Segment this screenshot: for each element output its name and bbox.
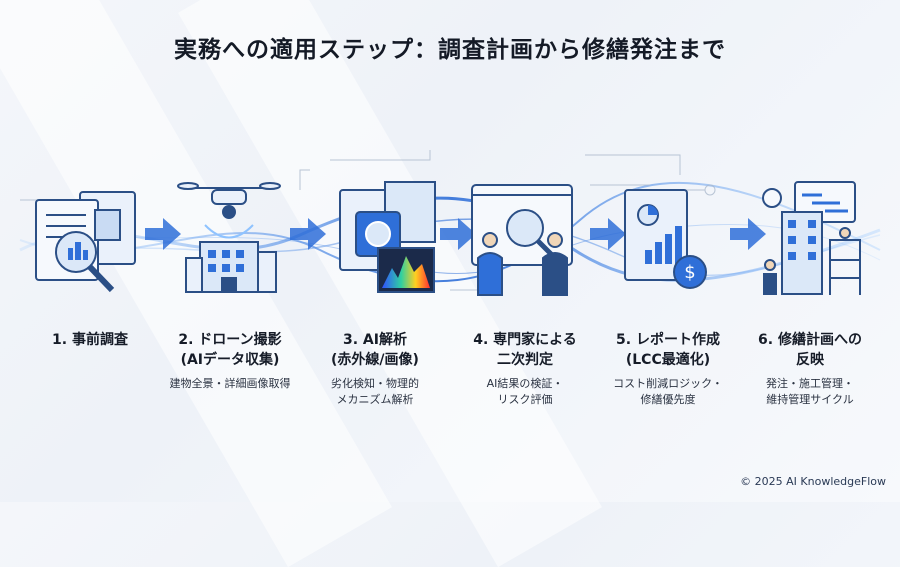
- step-title-line: (AIデータ収集): [180, 352, 280, 368]
- step-description: 劣化検知・物理的 メカニズム解析: [300, 376, 450, 408]
- experts-screen-icon: [471, 184, 573, 296]
- step-title-line: 1. 事前調査: [52, 332, 128, 348]
- step-description-line: 維持管理サイクル: [766, 393, 854, 406]
- step-title-line: 反映: [796, 352, 824, 368]
- step-description-line: AI結果の検証・: [486, 377, 564, 390]
- step-description-line: 劣化検知・物理的: [331, 377, 419, 390]
- step-description: AI結果の検証・ リスク評価: [450, 376, 600, 408]
- step-description-line: コスト削減ロジック・: [613, 377, 723, 390]
- step-title-line: (LCC最適化): [625, 352, 711, 368]
- step-title: 5. レポート作成 (LCC最適化): [598, 330, 738, 370]
- ai-chip-blueprint-icon: [339, 181, 436, 293]
- step-title: 4. 専門家による 二次判定: [455, 330, 595, 370]
- step-title-line: 4. 専門家による: [473, 332, 577, 348]
- step-title-line: 6. 修繕計画への: [758, 332, 862, 348]
- drone-building-icon: [177, 182, 281, 293]
- step-title-line: 二次判定: [497, 352, 553, 368]
- step-title: 3. AI解析 (赤外線/画像): [305, 330, 445, 370]
- step-title: 2. ドローン撮影 (AIデータ収集): [160, 330, 300, 370]
- step-description: 発注・施工管理・ 維持管理サイクル: [735, 376, 885, 408]
- step-description-line: リスク評価: [497, 393, 553, 406]
- step-description: コスト削減ロジック・ 修繕優先度: [593, 376, 743, 408]
- document-search-icon: [35, 191, 136, 293]
- step-title: 6. 修繕計画への 反映: [740, 330, 880, 370]
- svg-text:$: $: [684, 262, 695, 283]
- copyright-footer: © 2025 AI KnowledgeFlow: [740, 475, 886, 488]
- step-description-line: 修繕優先度: [640, 393, 696, 406]
- step-description-line: 発注・施工管理・: [766, 377, 854, 390]
- step-title-line: 5. レポート作成: [616, 332, 720, 348]
- step-description: 建物全景・詳細画像取得: [155, 376, 305, 392]
- arrow: [145, 218, 766, 250]
- page-title: 実務への適用ステップ：調査計画から修繕発注まで: [174, 37, 726, 63]
- step-title: 1. 事前調査: [20, 330, 160, 350]
- step-description-line: メカニズム解析: [336, 393, 414, 406]
- process-flow-diagram: $: [19, 150, 881, 296]
- building-schedule-icon: [762, 181, 861, 295]
- report-cost-icon: $: [624, 189, 707, 289]
- step-title-line: 3. AI解析: [343, 332, 407, 348]
- step-description-line: 建物全景・詳細画像取得: [169, 377, 291, 390]
- step-title-line: (赤外線/画像): [331, 352, 419, 368]
- step-title-line: 2. ドローン撮影: [178, 332, 282, 348]
